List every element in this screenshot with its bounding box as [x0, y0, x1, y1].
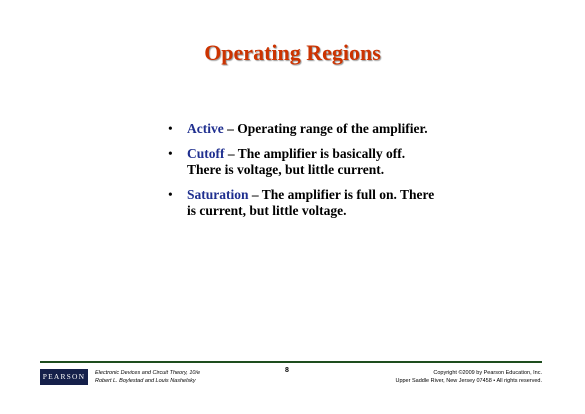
bullet-text: – The amplifier is basically off. There …	[187, 146, 406, 177]
bullet-marker: •	[168, 146, 173, 161]
book-info: Electronic Devices and Circuit Theory, 1…	[95, 369, 200, 385]
bullet-text: – Operating range of the amplifier.	[223, 121, 428, 136]
bullet-text: – The amplifier is full on. There is cur…	[187, 187, 435, 218]
bullet-term: Cutoff	[187, 146, 225, 161]
rights-line: Upper Saddle River, New Jersey 07458 • A…	[395, 378, 542, 384]
bullet-list: • Active – Operating range of the amplif…	[168, 121, 438, 228]
bullet-item-active: • Active – Operating range of the amplif…	[168, 121, 438, 137]
pearson-logo: PEARSON	[40, 369, 88, 385]
book-title: Electronic Devices and Circuit Theory, 1…	[95, 370, 201, 376]
bullet-item-cutoff: • Cutoff – The amplifier is basically of…	[168, 146, 438, 178]
bullet-item-saturation: • Saturation – The amplifier is full on.…	[168, 187, 438, 219]
book-authors: Robert L. Boylestad and Louis Nashelsky	[95, 378, 196, 384]
copyright-line: Copyright ©2009 by Pearson Education, In…	[433, 370, 542, 376]
copyright-info: Copyright ©2009 by Pearson Education, In…	[395, 369, 542, 385]
page-number: 8	[285, 367, 289, 374]
bullet-marker: •	[168, 121, 173, 136]
slide-title: Operating Regions	[204, 40, 381, 65]
footer-divider	[40, 361, 542, 363]
bullet-marker: •	[168, 187, 173, 202]
bullet-term: Saturation	[187, 187, 249, 202]
bullet-term: Active	[187, 121, 224, 136]
